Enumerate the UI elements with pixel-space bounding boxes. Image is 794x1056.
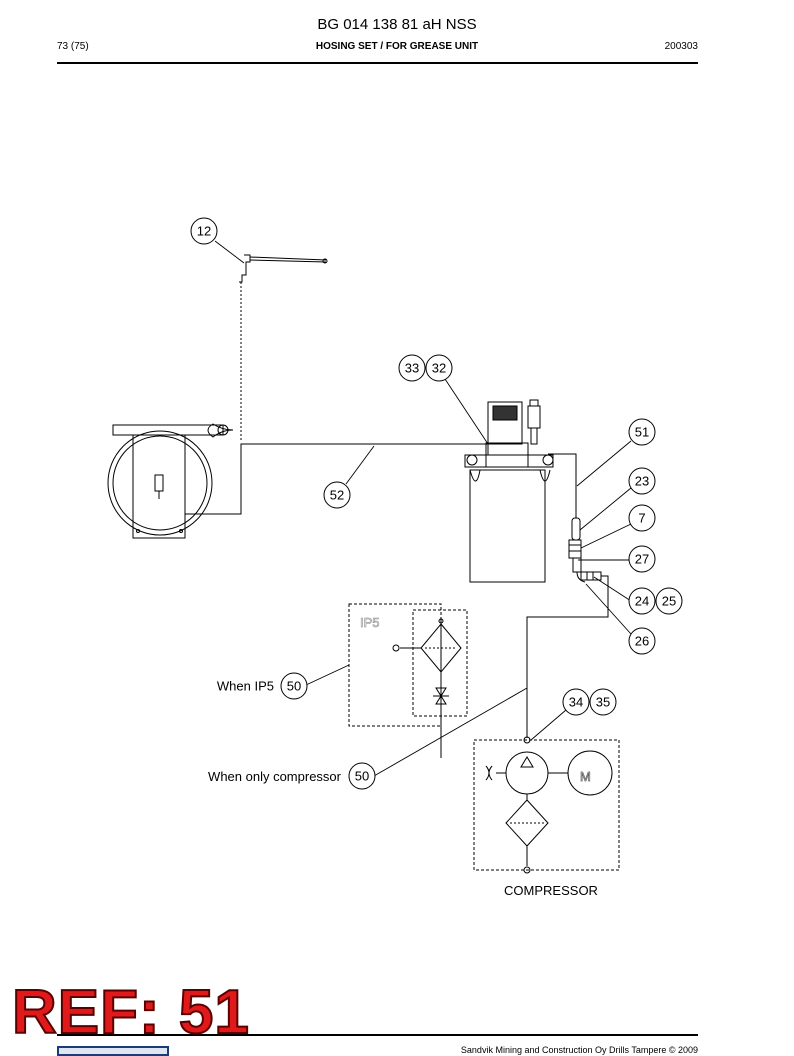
svg-text:51: 51 [635, 425, 649, 440]
callout-33: 33 [398, 354, 426, 382]
hose-52 [185, 443, 489, 515]
svg-text:34: 34 [569, 695, 583, 710]
svg-text:50: 50 [287, 679, 301, 694]
fittings-assembly [568, 517, 602, 583]
svg-text:12: 12 [197, 224, 211, 239]
svg-text:23: 23 [635, 474, 649, 489]
svg-text:7: 7 [638, 511, 645, 526]
svg-text:32: 32 [432, 361, 446, 376]
ref-stamp: REF: 51 [11, 978, 250, 1047]
hose-51 [548, 453, 577, 518]
document-date: 200303 [664, 41, 698, 52]
label-when-ip5: When IP5 [217, 679, 274, 694]
svg-text:50: 50 [355, 769, 369, 784]
callout-bubbles: 12 33 32 51 52 23 7 27 24 25 26 50 50 34… [190, 217, 683, 790]
compressor-module [473, 739, 620, 871]
compressor-components [485, 736, 613, 874]
callout-32: 32 [425, 354, 453, 382]
svg-text:27: 27 [635, 552, 649, 567]
callout-34: 34 [562, 688, 590, 716]
air-supply-line [526, 575, 609, 738]
part-12-bracket [239, 254, 328, 283]
callout-27: 27 [628, 545, 656, 573]
svg-text:25: 25 [662, 594, 676, 609]
callout-7: 7 [628, 504, 656, 532]
callout-26: 26 [628, 627, 656, 655]
ip5-box-label: IP5 [360, 615, 380, 630]
footer-copyright: Sandvik Mining and Construction Oy Drill… [460, 1045, 698, 1055]
sandvik-logo [57, 1046, 169, 1056]
motor-label: M [580, 769, 591, 784]
svg-text:33: 33 [405, 361, 419, 376]
callout-25: 25 [655, 587, 683, 615]
page-number: 73 (75) [57, 41, 89, 52]
callout-35: 35 [589, 688, 617, 716]
document-subtitle: HOSING SET / FOR GREASE UNIT [315, 41, 479, 52]
label-when-only-compressor: When only compressor [208, 769, 342, 784]
footer-rule [57, 1034, 698, 1036]
callout-51: 51 [628, 418, 656, 446]
document-title: BG 014 138 81 aH NSS [317, 16, 477, 33]
svg-text:24: 24 [635, 594, 649, 609]
callout-23: 23 [628, 467, 656, 495]
callout-24: 24 [628, 587, 656, 615]
leader-lines [214, 240, 632, 777]
callout-12: 12 [190, 217, 218, 245]
grease-unit [464, 399, 554, 583]
svg-text:52: 52 [330, 488, 344, 503]
callout-52: 52 [323, 481, 351, 509]
label-compressor: COMPRESSOR [504, 883, 598, 898]
hose-reel [107, 423, 234, 539]
callout-50-compressor: 50 [348, 762, 376, 790]
svg-text:35: 35 [596, 695, 610, 710]
ip5-components [392, 618, 462, 758]
callout-50-ip5: 50 [280, 672, 308, 700]
svg-text:26: 26 [635, 634, 649, 649]
header-rule [57, 62, 698, 64]
